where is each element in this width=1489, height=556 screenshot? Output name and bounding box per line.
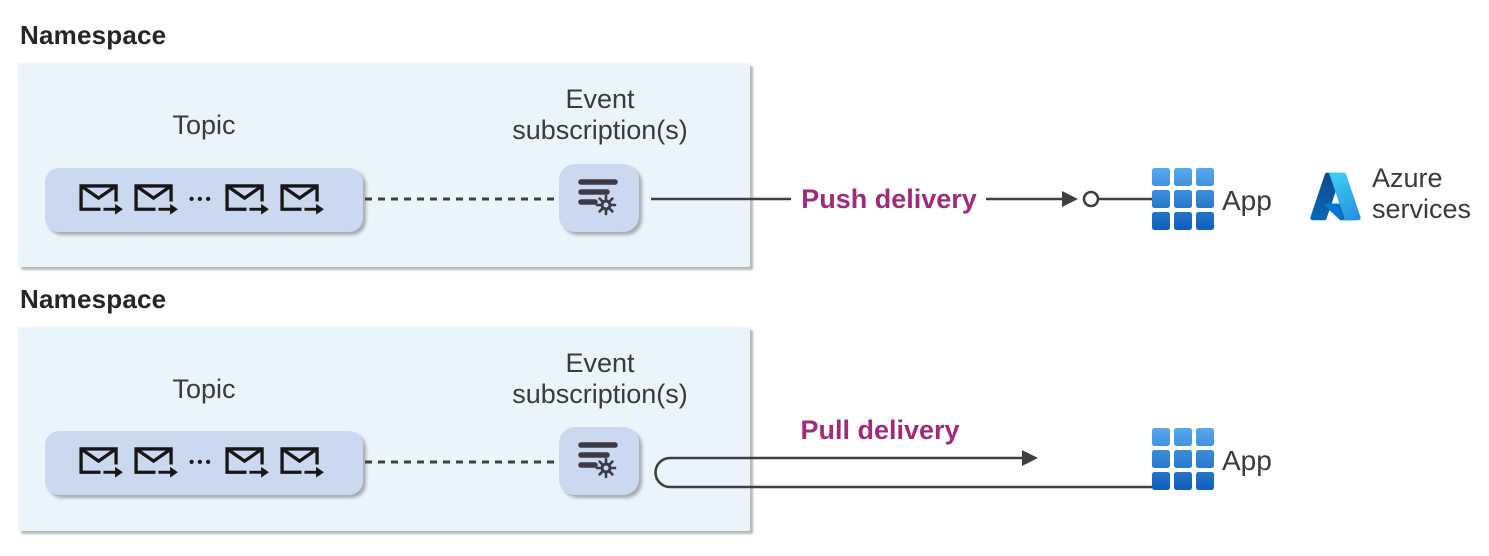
- message-sent-icon: [225, 183, 269, 215]
- filter-gear-icon: [578, 178, 618, 215]
- message-sent-icon: [225, 446, 269, 478]
- message-sent-icon: [224, 446, 270, 481]
- arrowhead-icon: [1022, 450, 1038, 466]
- message-sent-icon: [79, 183, 123, 215]
- push-delivery-connector: [651, 190, 1152, 208]
- message-sent-icon: [133, 183, 179, 218]
- filter-gear-icon: [575, 439, 623, 484]
- message-sent-icon: [280, 446, 324, 478]
- topic-subscription-dashed-connector: [365, 197, 559, 201]
- filter-gear-icon: [578, 441, 618, 478]
- event-subscription-label: Event subscription(s): [512, 348, 688, 409]
- push-delivery-label: Push delivery: [801, 184, 977, 214]
- app-icon: [1152, 168, 1214, 235]
- message-sent-icon: [279, 183, 325, 218]
- message-sent-icon: [134, 183, 178, 215]
- topic-subscription-dashed-connector: [365, 460, 559, 464]
- azure-services-label: Azure services: [1372, 163, 1472, 224]
- azure-logo-icon: [1310, 172, 1361, 221]
- topic-label: Topic: [172, 374, 236, 404]
- message-sent-icon: [280, 183, 324, 215]
- topic-box: •••: [45, 168, 363, 232]
- message-sent-icon: [134, 446, 178, 478]
- namespace-label: Namespace: [20, 284, 167, 314]
- endpoint-circle-icon: [1082, 190, 1100, 208]
- namespace-label: Namespace: [20, 20, 167, 50]
- app-label: App: [1222, 185, 1272, 216]
- ellipsis-dots: •••: [189, 191, 214, 208]
- pull-delivery-loop-connector: [654, 450, 1152, 489]
- app-icon: [1152, 428, 1214, 495]
- topic-label: Topic: [172, 110, 236, 140]
- app-grid-icon: [1152, 428, 1214, 494]
- message-sent-icon: [78, 446, 124, 481]
- event-subscription-icon: [559, 427, 639, 495]
- message-sent-icon: [78, 183, 124, 218]
- app-label: App: [1222, 445, 1272, 476]
- arrowhead-icon: [1062, 191, 1078, 207]
- app-grid-icon: [1152, 428, 1214, 490]
- topic-box: •••: [45, 431, 363, 495]
- app-grid-icon: [1152, 168, 1214, 234]
- pull-delivery-label: Pull delivery: [800, 415, 960, 445]
- app-grid-icon: [1152, 168, 1214, 230]
- message-sent-icon: [224, 183, 270, 218]
- message-sent-icon: [133, 446, 179, 481]
- ellipsis-dots: •••: [189, 454, 214, 471]
- event-subscription-label: Event subscription(s): [512, 84, 688, 145]
- message-sent-icon: [279, 446, 325, 481]
- event-subscription-icon: [559, 164, 639, 232]
- filter-gear-icon: [575, 176, 623, 221]
- message-sent-icon: [79, 446, 123, 478]
